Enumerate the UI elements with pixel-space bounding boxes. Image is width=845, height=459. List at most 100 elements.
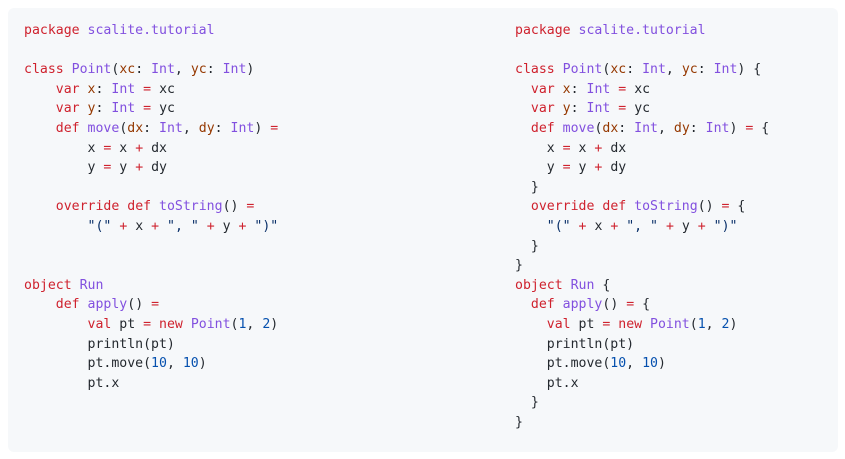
code-token: () [222, 199, 247, 215]
code-token: dy [602, 160, 627, 176]
code-token: : [618, 120, 635, 136]
code-token: = [562, 140, 571, 156]
code-token: 10 [182, 356, 199, 372]
code-token: ", " [167, 218, 199, 234]
code-line: object Run { [515, 276, 769, 296]
code-token [159, 219, 167, 234]
code-token: { [634, 297, 651, 313]
code-token: + [578, 218, 587, 234]
code-token: move [562, 120, 595, 136]
code-token: xc [626, 81, 651, 97]
code-line: y = y + dy [24, 158, 278, 178]
code-token: Int [111, 81, 136, 97]
code-token: y [562, 101, 571, 117]
code-token: Int [151, 62, 175, 78]
code-token: + [610, 218, 619, 234]
code-token: 1 [238, 316, 247, 332]
code-token: pt [570, 316, 603, 332]
code-token: Int [111, 101, 136, 117]
code-token: yc [626, 101, 651, 117]
code-token: def [530, 297, 555, 313]
code-token: new [159, 316, 183, 332]
code-token [515, 219, 547, 234]
code-line: x = x + dx [515, 139, 769, 159]
code-token: Run [570, 277, 595, 293]
code-line: def apply() = { [515, 295, 769, 315]
code-token: } [515, 179, 539, 195]
code-token: ")" [254, 218, 279, 234]
code-line [24, 237, 278, 257]
code-token [24, 199, 56, 214]
code-token: = [721, 199, 730, 215]
code-token: x [127, 218, 152, 234]
code-token: : [143, 120, 160, 136]
code-token: , [665, 62, 682, 78]
code-token: yc [681, 62, 698, 78]
code-token: 10 [610, 356, 627, 372]
code-token: ) [246, 62, 255, 78]
code-token: def [127, 199, 152, 215]
code-token: 2 [262, 316, 271, 332]
code-token: ( [111, 62, 120, 78]
code-token: dy [673, 120, 690, 136]
code-token: ( [119, 120, 128, 136]
code-token: var [55, 101, 80, 117]
code-token [183, 317, 191, 332]
code-line: var y: Int = yc [515, 99, 769, 119]
code-token [571, 219, 579, 234]
code-token: + [135, 160, 144, 176]
code-token: + [238, 218, 247, 234]
code-token: def [602, 199, 627, 215]
code-token: y [24, 160, 104, 176]
code-token: y [673, 218, 698, 234]
code-token: 2 [721, 316, 730, 332]
code-token [80, 101, 88, 116]
code-token: move [87, 120, 120, 136]
code-token: = [562, 160, 571, 176]
code-token: + [665, 218, 674, 234]
code-token: xc [151, 81, 175, 97]
code-token: ) [729, 120, 746, 136]
code-token [571, 23, 579, 38]
code-token [555, 121, 563, 136]
code-token: ) [270, 316, 279, 332]
code-line: var y: Int = yc [24, 99, 278, 119]
code-line: y = y + dy [515, 158, 769, 178]
code-token: ) [729, 316, 738, 332]
code-token [555, 297, 563, 312]
code-line: "(" + x + ", " + y + ")" [515, 217, 769, 237]
code-line: } [515, 413, 769, 433]
code-token: } [515, 258, 523, 274]
code-token [555, 82, 563, 97]
code-line: var x: Int = xc [515, 80, 769, 100]
code-token: { [594, 277, 611, 293]
code-token: x [586, 218, 611, 234]
code-token: + [151, 218, 160, 234]
code-token: "(" [87, 218, 112, 234]
code-line: pt.x [515, 374, 769, 394]
code-token: = [618, 101, 627, 117]
code-token: : [214, 120, 231, 136]
code-token: println(pt) [515, 336, 635, 352]
code-line: } [515, 237, 769, 257]
code-token: val [87, 316, 112, 332]
code-token: 1 [697, 316, 706, 332]
code-token [80, 23, 88, 38]
code-token: pt.move( [24, 356, 152, 372]
code-line: class Point(xc: Int, yc: Int) { [515, 60, 769, 80]
code-token: : [95, 81, 112, 97]
code-token: ( [230, 316, 239, 332]
code-token: = [143, 101, 152, 117]
code-token: } [515, 238, 539, 254]
code-token: ", " [626, 218, 658, 234]
code-token [80, 297, 88, 312]
code-token [515, 199, 531, 214]
code-token: ) { [737, 62, 762, 78]
code-line [24, 256, 278, 276]
code-token: () [697, 199, 722, 215]
code-token: Int [230, 120, 255, 136]
code-line: val pt = new Point(1, 2) [515, 315, 769, 335]
code-token [24, 101, 56, 116]
